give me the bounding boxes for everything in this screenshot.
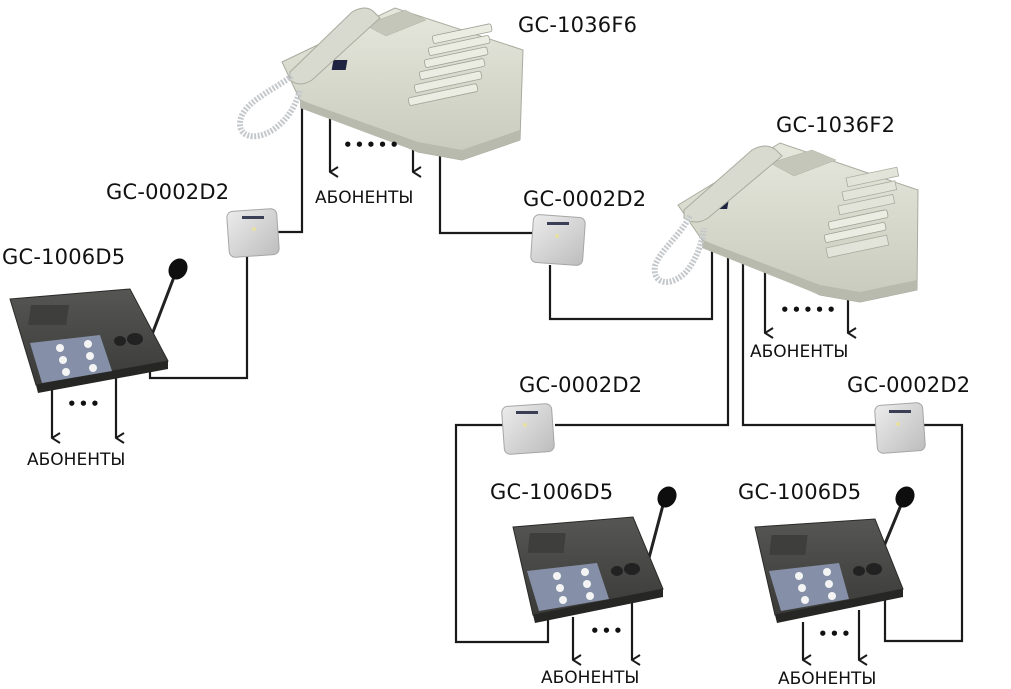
splitter1-body [226,208,280,258]
wire-group [148,95,964,644]
sub1-btn-mon [114,336,126,346]
wire-splitter3-sub2 [454,423,550,644]
sub3-btn-mon [853,566,865,576]
subscribers-label-sub2: АБОНЕНТЫ [541,668,640,688]
model-label-sub3: GC-1006D5 [738,480,862,504]
subscribers-label-sub3: АБОНЕНТЫ [778,669,877,689]
master1-keypad [407,23,493,106]
splitter4-led [896,422,900,426]
model-label-splitter3: GC-0002D2 [519,373,643,397]
master1-display [331,60,348,70]
splitter2-slot [547,222,569,225]
model-label-splitter4: GC-0002D2 [847,373,971,397]
splitter-1[interactable] [226,208,280,258]
sub3-btn-call [866,563,882,575]
splitter2-body [530,214,586,266]
sub1-keys [56,340,97,376]
substation-gc1006d5-2[interactable] [512,483,680,623]
wire-master2-splitter4 [741,250,877,427]
subscribers-label-master2: АБОНЕНТЫ [750,342,849,362]
master1-speaker-grille [364,9,427,37]
splitter-4[interactable] [874,402,926,454]
splitter-2[interactable] [530,214,586,266]
master1-front-edge [300,100,520,160]
splitter3-slot [516,411,538,414]
sub2-btn-mon [611,566,623,576]
master-station-gc1036f6[interactable] [236,7,524,161]
model-label-master1: GC-1036F6 [518,13,638,37]
wire-splitter4-sub3 [883,423,964,643]
master2-speaker-grille [769,149,837,177]
ellipsis-sub3: ••• [818,625,853,643]
sub2-front [533,589,663,623]
sub2-keys [553,568,594,604]
sub1-mic-head [168,258,188,280]
sub1-speaker [28,305,69,325]
wire-master1-splitter2 [438,148,538,235]
wire-splitter2-master2 [548,232,714,321]
model-label-sub2: GC-1006D5 [490,480,614,504]
substation-gc1006d5-3[interactable] [754,483,918,623]
ellipsis-sub1: ••• [67,395,102,413]
splitter1-led [252,227,256,231]
master2-handset-cord [651,214,707,285]
sub1-front [36,361,168,393]
ellipsis-sub2: ••• [590,622,625,640]
sub3-mic-head [895,486,915,508]
sub3-front [775,589,903,623]
splitter4-slot [889,410,911,413]
sub2-mic-head [657,486,677,508]
ellipsis-master1: ••••• [343,136,401,154]
model-label-sub1: GC-1006D5 [2,245,126,269]
model-label-splitter2: GC-0002D2 [523,187,647,211]
splitter3-led [523,423,527,427]
master-station-gc1036f2[interactable] [651,142,919,303]
sub1-btn-call [127,333,143,345]
splitter3-body [501,403,555,455]
subscribers-label-sub1: АБОНЕНТЫ [27,450,126,470]
master2-keypad [823,209,889,243]
sub2-speaker [527,533,566,553]
ellipsis-master2: ••••• [780,301,838,319]
splitter2-led [555,234,559,238]
splitter1-slot [242,216,264,219]
splitter4-body [874,402,926,454]
sub3-keys [795,568,836,604]
wire-master2-splitter3 [555,245,730,427]
sub3-speaker [769,535,808,555]
splitter-3[interactable] [501,403,555,455]
master1-handset [289,7,381,85]
wire-master1-splitter1 [276,95,304,234]
model-label-master2: GC-1036F2 [776,113,896,137]
master1-handset-cord [236,73,303,140]
subscribers-label-master1: АБОНЕНТЫ [315,188,414,208]
master2-label-strips [825,166,900,259]
substation-gc1006d5-1[interactable] [9,255,191,393]
model-label-splitter1: GC-0002D2 [106,180,230,204]
master2-front-edge [702,240,917,302]
sub2-btn-call [624,563,640,575]
